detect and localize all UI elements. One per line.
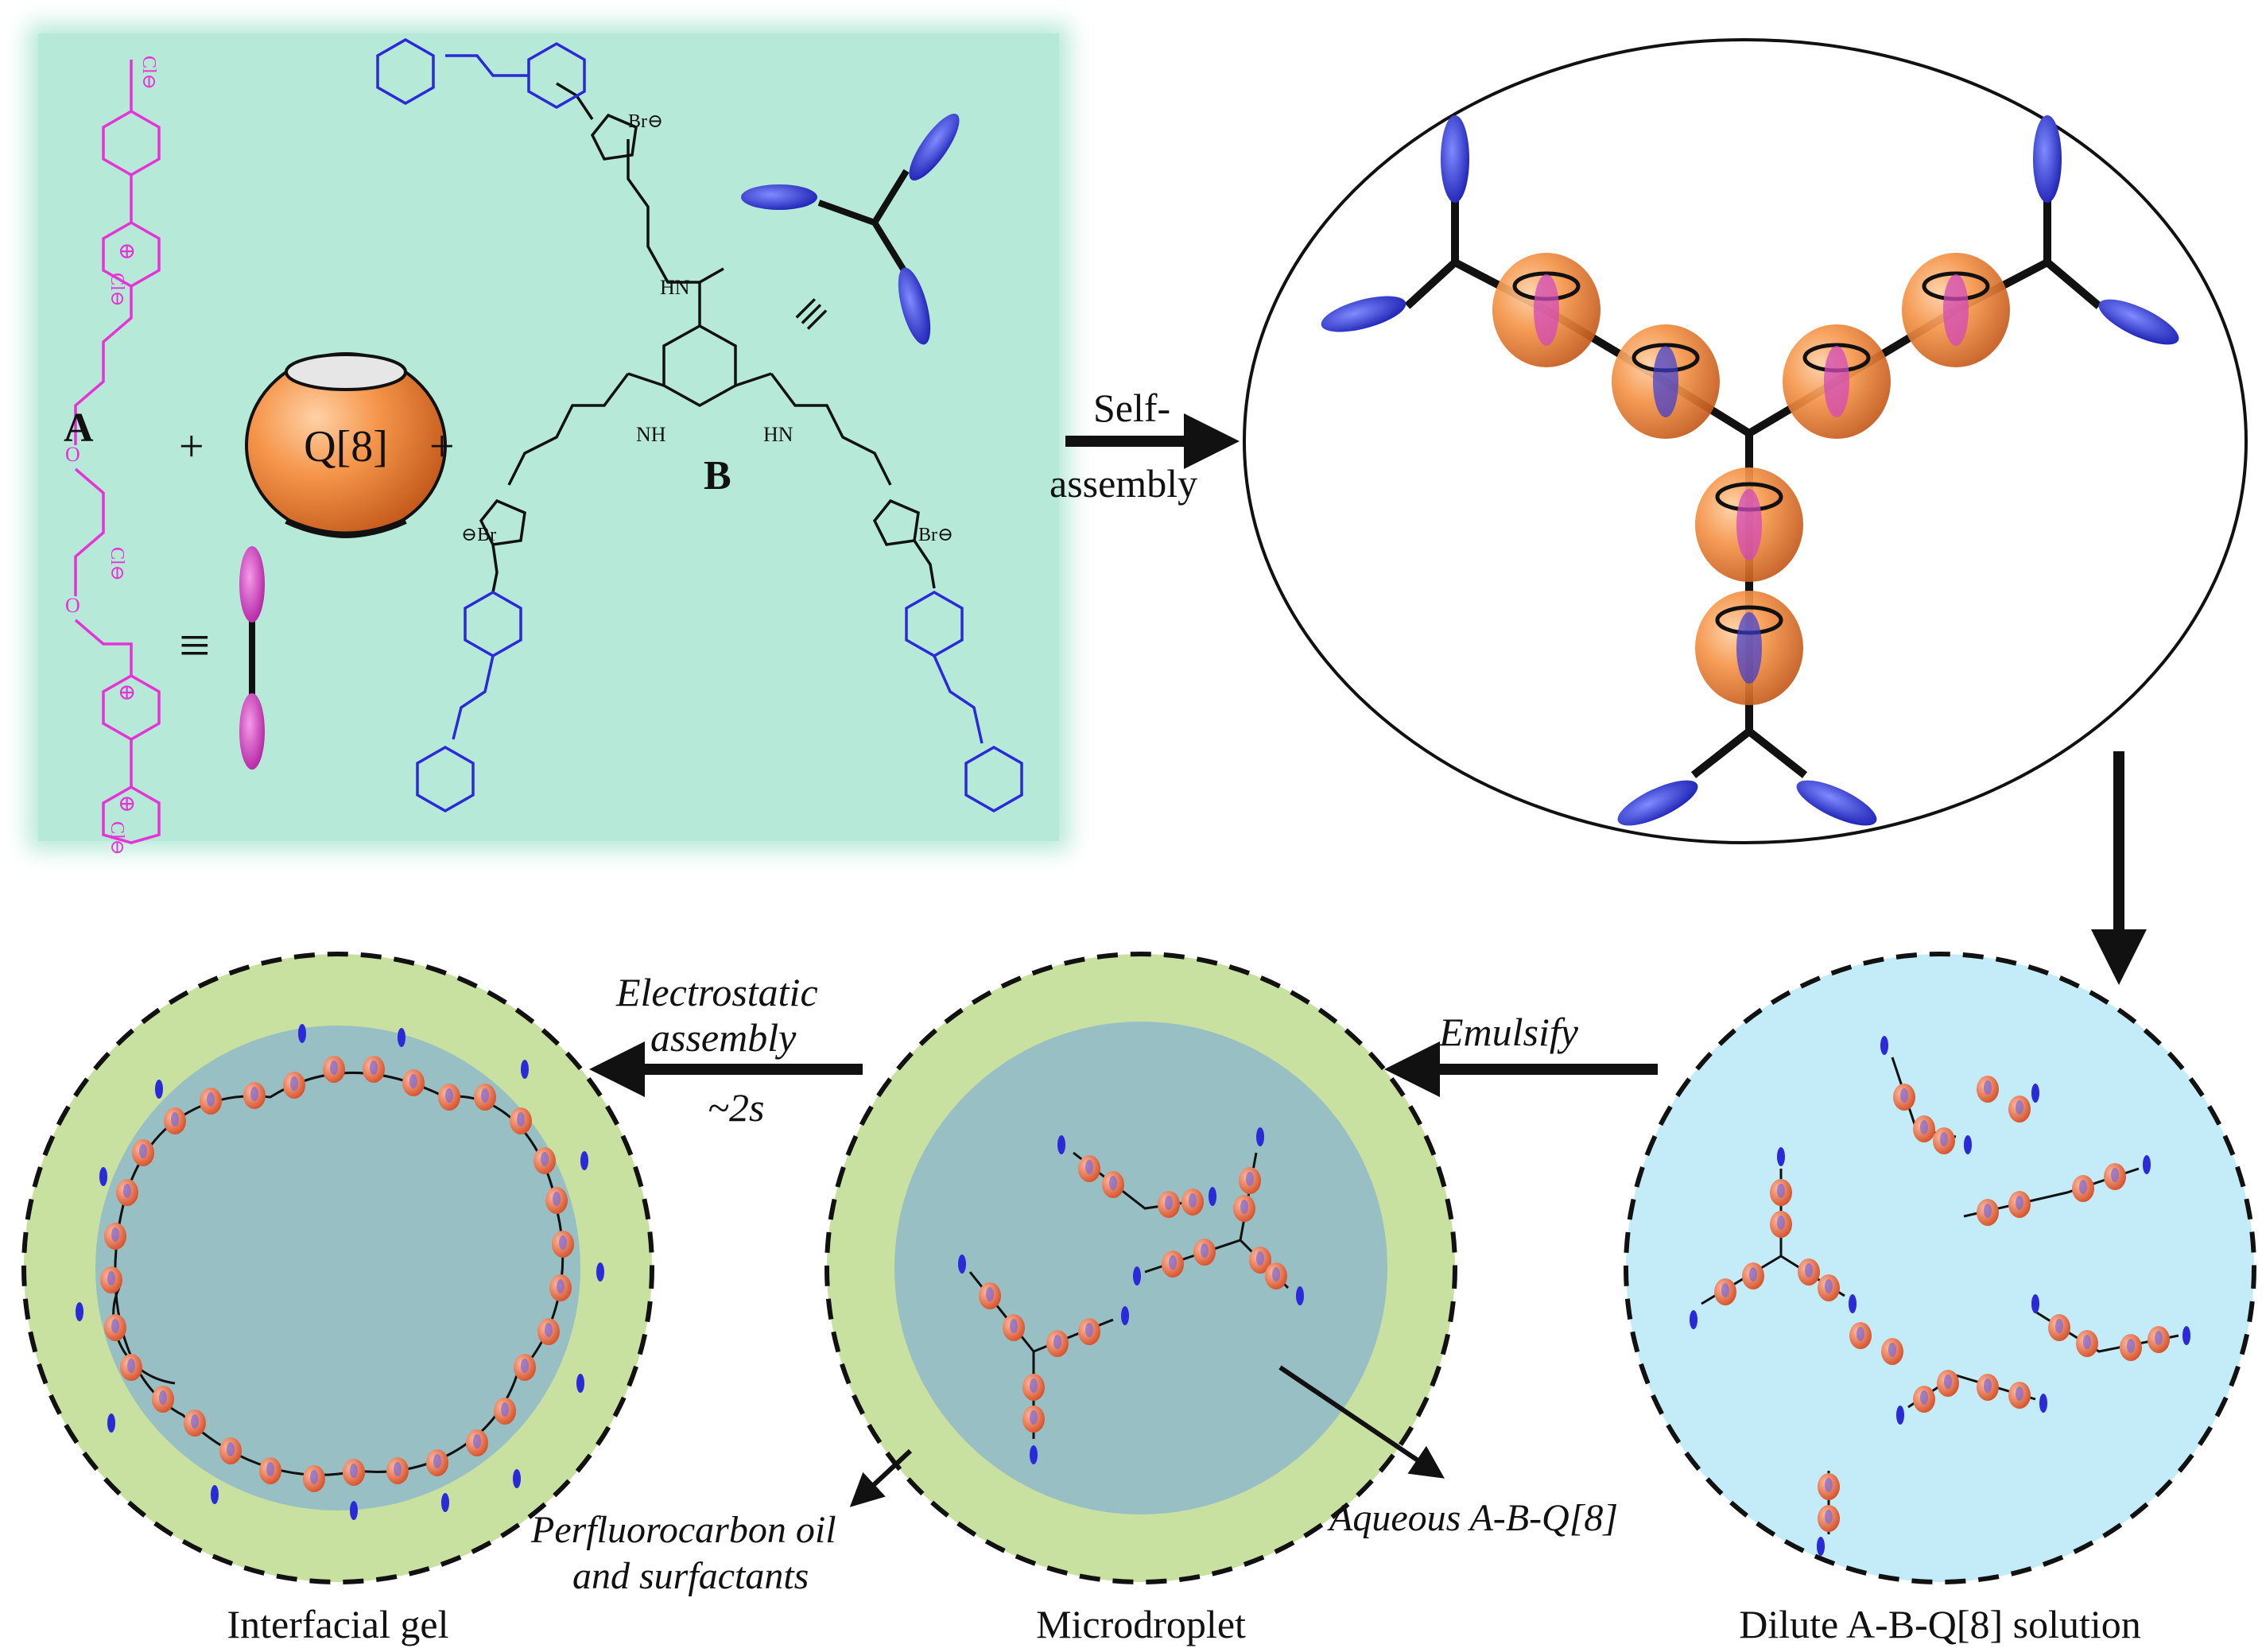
molecule-a-structure: O O ⊕ ⊕ ⊕ Cl⊖ Cl⊖ Cl⊖ Cl⊖ [65,56,161,855]
electrostatic-arrow: Electrostatic assembly ~2s [589,970,863,1130]
complex-cb8-beads [1492,253,2010,705]
caption-interfacial-gel: Interfacial gel [227,1602,449,1646]
n-plus-label-3: ⊕ [118,792,136,816]
emulsify-arrow: Emulsify [1384,1010,1658,1097]
emulsify-label: Emulsify [1438,1010,1579,1054]
time-label: ~2s [708,1085,765,1130]
label-a: A [64,405,94,451]
aqueous-label: Aqueous A-B-Q[8] [1327,1497,1618,1539]
chloride-label-2: Cl⊖ [107,273,127,307]
amide-nh-left: NH [636,423,666,446]
self-assembly-label-1: Self- [1093,386,1170,430]
equivalence-symbol-a: ≡ [179,615,210,677]
label-b: B [704,453,731,498]
n-plus-label-2: ⊕ [118,681,136,705]
perfluoro-callout: Perfluorocarbon oil and surfactants [530,1448,913,1597]
chloride-label-4: Cl⊖ [107,821,127,855]
n-plus-label-1: ⊕ [118,239,136,264]
components-panel [28,24,1069,851]
electrostatic-label-2: assembly [650,1015,797,1060]
amide-hn-top: HN [660,276,690,299]
oxygen-label-2: O [65,594,80,617]
chloride-label-3: Cl⊖ [107,547,127,581]
oxygen-label-1: O [65,443,80,466]
dilute-solution-circle [1624,952,2256,1584]
microdroplet-circle [824,952,1457,1584]
self-assembly-label-2: assembly [1050,461,1197,506]
amide-hn-right: HN [763,423,793,446]
molecule-b-structure: HN NH HN Br⊖ ⊖Br Br⊖ [376,37,1023,813]
cb8-macrocycle: Q[8] [245,352,447,538]
guest-a-symbol [239,546,265,770]
caption-dilute-solution: Dilute A-B-Q[8] solution [1739,1602,2141,1646]
perfluoro-label-1: Perfluorocarbon oil [530,1509,836,1551]
plus-sign-2: + [429,422,455,471]
bromide-top: Br⊖ [628,111,663,132]
chloride-label-1: Cl⊖ [138,56,159,90]
electrostatic-label-1: Electrostatic [615,970,818,1014]
bromide-right: Br⊖ [918,525,953,545]
aqueous-callout: Aqueous A-B-Q[8] [1278,1365,1618,1539]
complex-azobenzene-tips [1321,115,2179,826]
plus-sign-1: + [179,422,204,471]
caption-microdroplet: Microdroplet [1036,1602,1246,1646]
cb8-label: Q[8] [304,422,388,471]
perfluoro-label-2: and surfactants [572,1555,809,1597]
bromide-left: ⊖Br [461,525,496,545]
self-assembly-arrow: Self- assembly [1050,386,1240,506]
guest-b-symbol [741,114,960,345]
interfacial-gel-circle [21,952,654,1584]
